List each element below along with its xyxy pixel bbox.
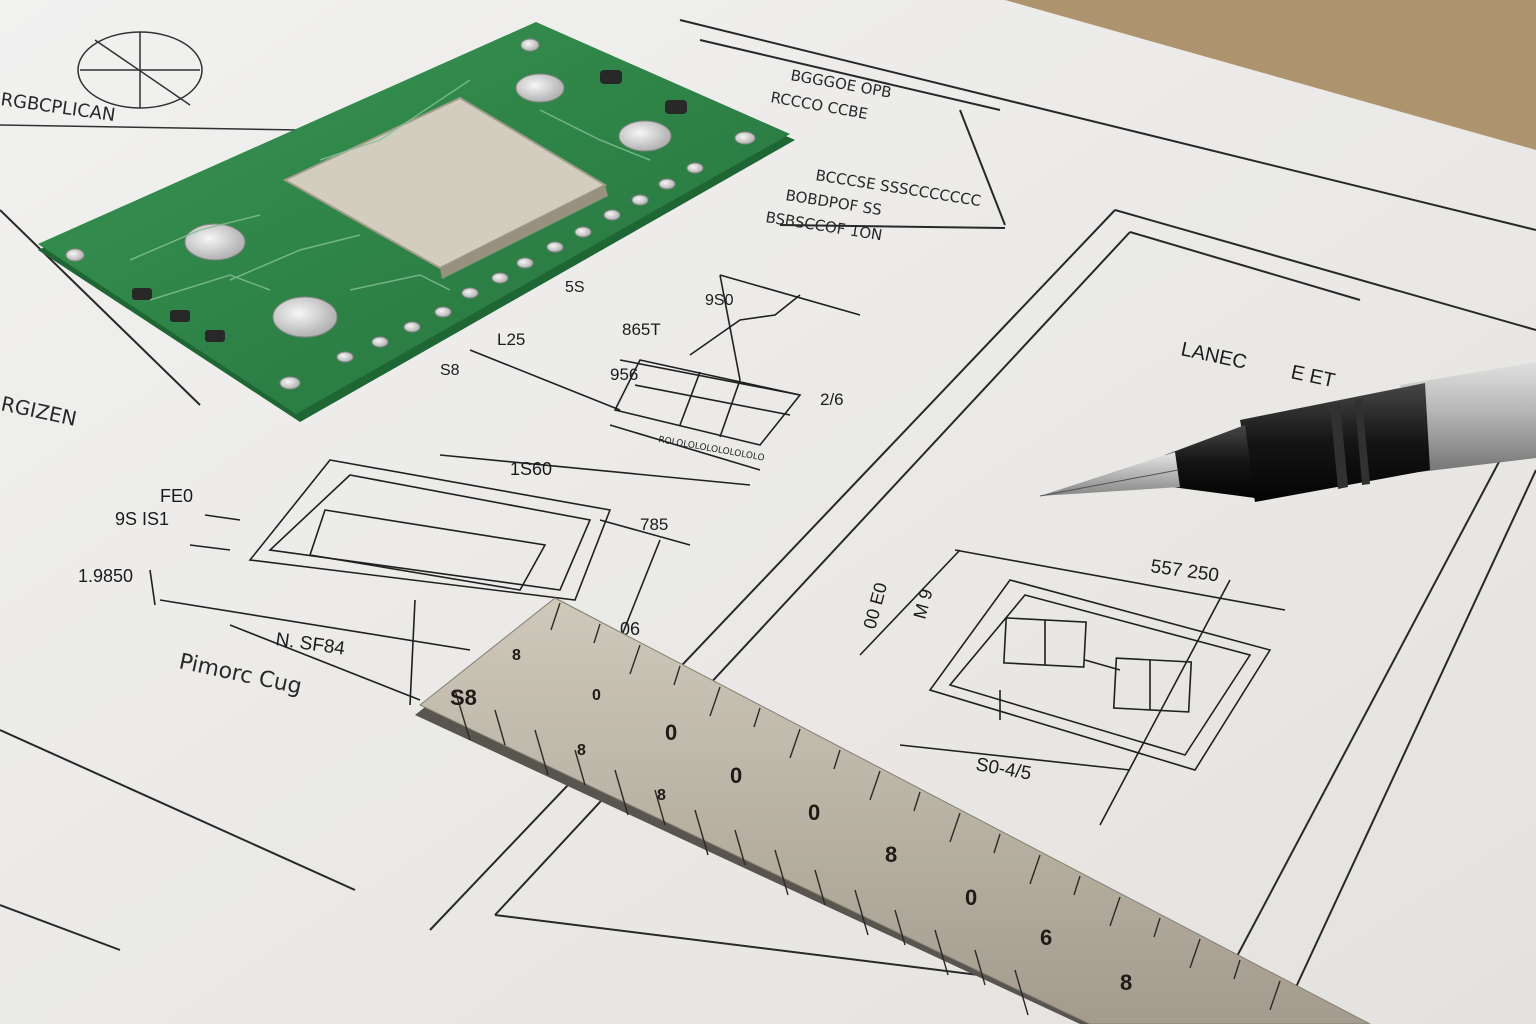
ruler-ticks <box>454 602 1281 1016</box>
ruler-num-5: 0 <box>730 763 742 788</box>
steel-ruler: S8 8 0 0 8 0 8 0 8 0 6 8 <box>415 597 1371 1024</box>
ruler-num-2: 0 <box>592 687 601 704</box>
label-d11: FE0 <box>160 486 193 506</box>
ruler-num-3: 0 <box>665 720 677 745</box>
housing-sketch <box>149 454 751 706</box>
label-d4: L25 <box>497 330 525 349</box>
pcb-components <box>132 70 687 342</box>
technical-pen <box>1039 362 1536 502</box>
pcb-traces <box>129 79 651 301</box>
component-sketch <box>859 549 1286 826</box>
drawing-frame <box>0 19 1536 1001</box>
ruler-num-11: 8 <box>1120 970 1132 995</box>
label-d7: 2/6 <box>820 390 844 409</box>
label-d1: 5S <box>565 279 585 296</box>
pen-cone <box>1165 425 1255 498</box>
label-d3: 865T <box>622 320 661 339</box>
ruler-num-1: 8 <box>512 647 521 664</box>
pcb-board <box>38 22 795 422</box>
ruler-num-6: 8 <box>657 787 666 804</box>
label-d9: 1S60 <box>510 459 552 479</box>
label-d10: 785 <box>640 515 668 534</box>
pcb-pads <box>65 38 756 390</box>
label-d16: 06 <box>620 619 640 639</box>
ruler-num-8: 8 <box>885 842 897 867</box>
label-d13: 1.9850 <box>78 566 133 586</box>
label-d2: 9S0 <box>705 292 734 309</box>
label-d5: S8 <box>440 362 460 379</box>
center-dimension-sketch <box>469 274 861 471</box>
ruler-num-10: 6 <box>1040 925 1052 950</box>
circle-sketch <box>0 31 301 131</box>
ruler-num-7: 0 <box>808 800 820 825</box>
label-d12: 9S IS1 <box>115 509 169 529</box>
ruler-num-0: S8 <box>450 685 477 710</box>
ruler-numbers: S8 8 0 0 8 0 8 0 8 0 6 8 <box>450 647 1132 995</box>
ruler-num-4: 8 <box>577 742 586 759</box>
label-d6: 956 <box>610 365 638 384</box>
ruler-num-9: 0 <box>965 885 977 910</box>
pen-nib <box>1040 452 1180 496</box>
pen-barrel <box>1400 362 1536 472</box>
